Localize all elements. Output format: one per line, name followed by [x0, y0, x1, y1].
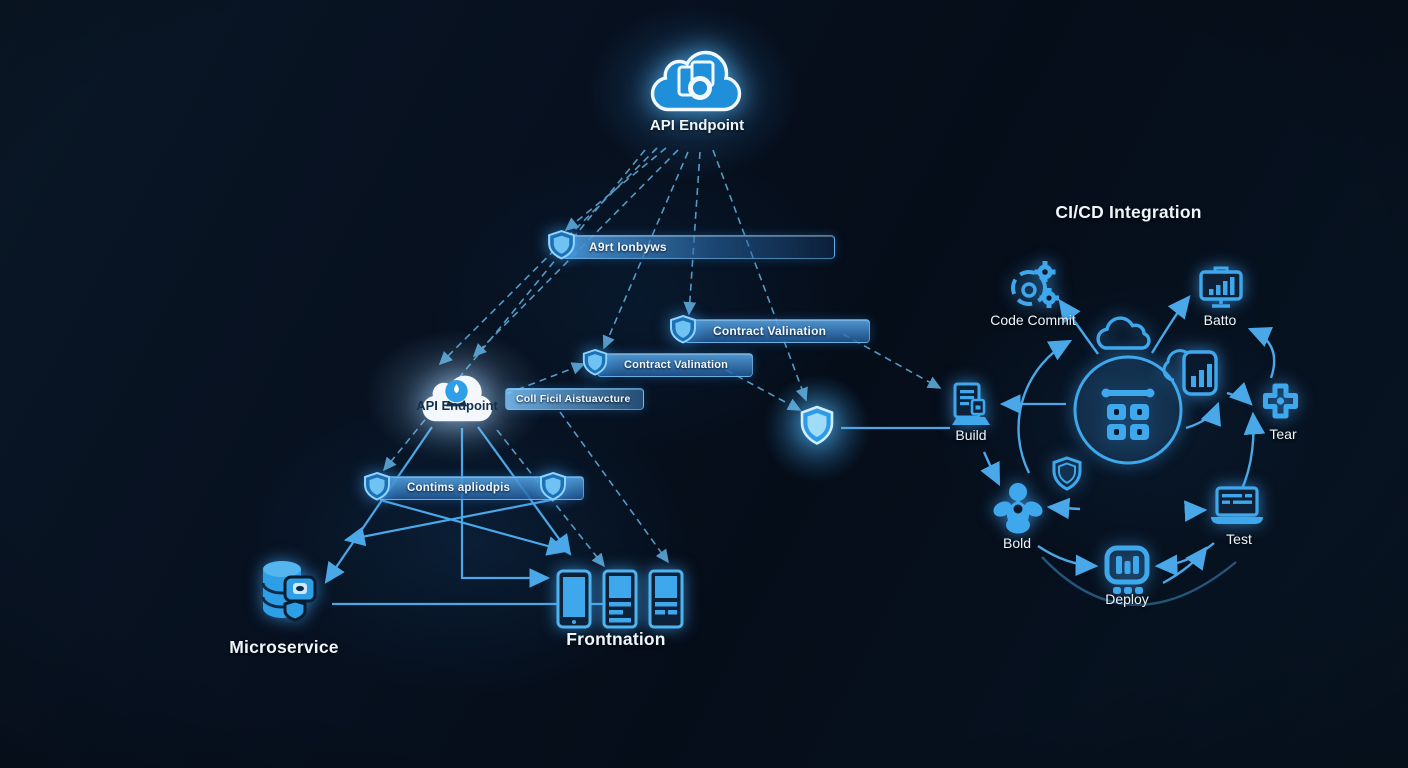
shield-icon [538, 471, 568, 503]
security-shield-icon [797, 404, 837, 450]
monitor-chart-icon [1197, 263, 1245, 311]
shield-icon [668, 314, 698, 346]
shield-icon [362, 471, 392, 503]
tear-label: Tear [1269, 426, 1297, 442]
deploy-icon [1100, 544, 1154, 596]
bar-contract-validation-1: Contract Valination [684, 319, 870, 343]
user-icon [991, 481, 1045, 537]
code-commit-label: Code Commit [990, 312, 1076, 328]
api-endpoint-cloud-icon [640, 40, 750, 120]
bold-label: Bold [1002, 535, 1032, 551]
bar-label: Contims apliodpis [407, 482, 511, 494]
bar-label: A9rt Ionbyws [589, 240, 667, 254]
shield-outline-icon [1050, 455, 1084, 495]
deploy-label: Deploy [1105, 591, 1149, 607]
shield-icon [546, 229, 577, 262]
bar-label: Coll Ficil Aistuavcture [516, 393, 631, 405]
bar-label: Contract Valination [624, 359, 729, 371]
api-endpoint-mid-label: API Endpoint [416, 398, 498, 413]
code-commit-icon [1006, 260, 1060, 312]
batto-label: Batto [1203, 312, 1237, 328]
bar-contract-validation-2: Contract Valination [597, 353, 753, 377]
test-label: Test [1226, 531, 1252, 547]
laptop-icon [1208, 485, 1266, 531]
microservice-database-icon [258, 556, 322, 630]
build-icon [945, 381, 997, 431]
bar-coll-ficil: Coll Ficil Aistuavcture [505, 388, 644, 410]
cloud-icon [1092, 316, 1154, 354]
cross-module-icon [1254, 380, 1308, 432]
cicd-title: CI/CD Integration [1055, 202, 1202, 222]
frontend-label: Frontnation [566, 629, 666, 649]
bar-label: Contract Valination [713, 324, 827, 338]
bar-api-gateways: A9rt Ionbyws [562, 235, 835, 259]
api-endpoint-mid-cloud-icon [407, 364, 506, 428]
microservice-label: Microservice [229, 637, 339, 657]
report-document-icon [1160, 340, 1224, 402]
shield-icon [581, 348, 609, 378]
build-label: Build [955, 427, 987, 443]
frontend-phones-icon [556, 569, 684, 629]
api-endpoint-top-label: API Endpoint [649, 117, 745, 134]
cicd-center-pipeline-icon [1072, 354, 1184, 466]
